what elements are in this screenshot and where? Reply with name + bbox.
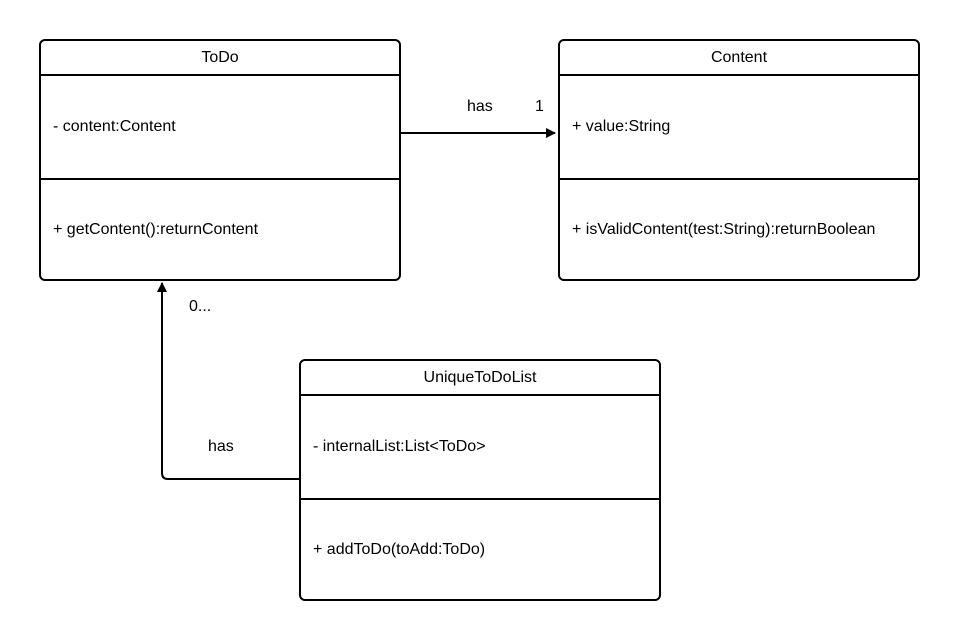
class-method: + getContent():returnContent — [53, 220, 259, 238]
class-unique-todo-list[interactable]: UniqueToDoList - internalList:List<ToDo>… — [299, 359, 661, 601]
class-name: UniqueToDoList — [301, 361, 659, 396]
class-method: + addToDo(toAdd:ToDo) — [313, 540, 486, 558]
multiplicity-todo-content: 1 — [535, 98, 544, 115]
association-list-todo — [157, 282, 299, 480]
class-name: Content — [560, 41, 918, 76]
relation-label-todo-content: has — [467, 98, 493, 115]
class-name: ToDo — [41, 41, 399, 76]
class-content[interactable]: Content + value:String + isValidContent(… — [558, 39, 920, 281]
class-attribute: + value:String — [560, 76, 918, 180]
class-method: + isValidContent(test:String):returnBool… — [572, 220, 876, 238]
relation-label-list-todo: has — [208, 438, 234, 455]
class-todo[interactable]: ToDo - content:Content + getContent():re… — [39, 39, 401, 281]
class-attribute: - internalList:List<ToDo> — [301, 396, 659, 500]
class-attribute: - content:Content — [41, 76, 399, 180]
multiplicity-list-todo: 0... — [189, 298, 212, 315]
